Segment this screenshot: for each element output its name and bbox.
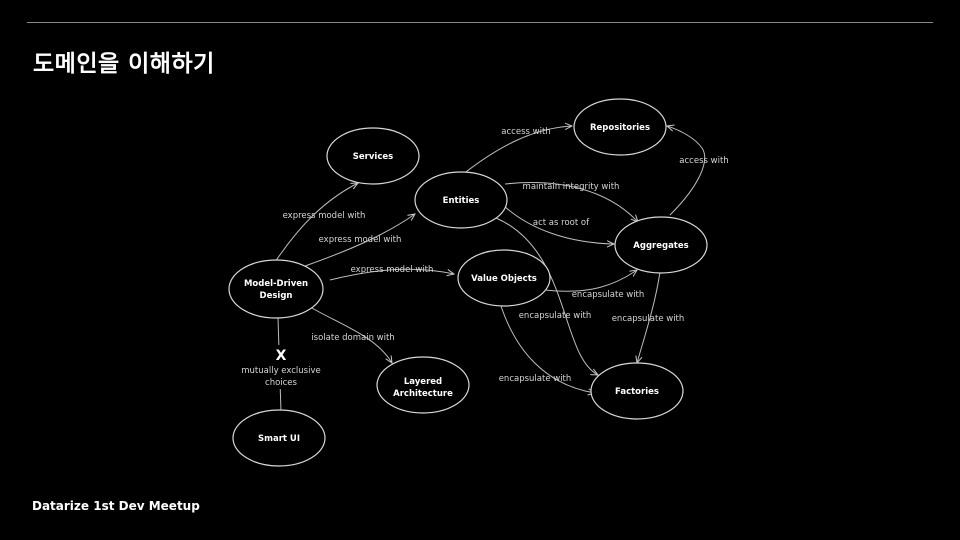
svg-text:X: X (276, 348, 287, 364)
node-entities-shape (414, 171, 508, 229)
label-value-objects-aggregates: encapsulate with (572, 290, 645, 300)
node-aggregates-label: Aggregates (633, 241, 688, 251)
slide-title: 도메인을 이해하기 (33, 51, 215, 77)
svg-text:Factories: Factories (615, 387, 659, 397)
edge-aggregates-factories (637, 271, 661, 363)
svg-text:express model with: express model with (283, 211, 366, 221)
svg-text:Model-Driven: Model-Driven (244, 279, 308, 289)
edge-entities-aggregates-root (502, 204, 614, 244)
svg-text:Value Objects: Value Objects (471, 274, 537, 284)
label-entities-aggregates-root: act as root of (533, 218, 590, 228)
node-value-objects-shape (457, 249, 551, 307)
node-layered-architecture: Layered Architecture (376, 356, 470, 414)
svg-text:access with: access with (679, 156, 728, 166)
node-repositories-label: Repositories (590, 123, 650, 133)
diagram-edges (274, 126, 706, 413)
edge-mdd-layered (302, 302, 392, 363)
svg-text:Aggregates: Aggregates (633, 241, 688, 251)
node-layered-label-line2: Architecture (393, 389, 453, 399)
label-value-objects-factories: encapsulate with (499, 374, 572, 384)
svg-text:Repositories: Repositories (590, 123, 650, 133)
top-divider (27, 22, 933, 23)
node-repositories: Repositories (573, 98, 667, 156)
node-services: Services (326, 127, 420, 185)
node-entities-label: Entities (443, 196, 480, 206)
svg-text:Entities: Entities (443, 196, 480, 206)
svg-text:express model with: express model with (319, 235, 402, 245)
label-aggregates-factories: encapsulate with (612, 314, 685, 324)
node-model-driven-design-shape (228, 259, 324, 319)
svg-text:Smart UI: Smart UI (258, 434, 300, 444)
svg-text:Services: Services (353, 152, 393, 162)
label-entities-repositories: access with (501, 127, 550, 137)
svg-text:encapsulate with: encapsulate with (612, 314, 685, 324)
node-services-shape (326, 127, 420, 185)
footer-event-name: Datarize 1st Dev Meetup (32, 499, 200, 513)
node-entities: Entities (414, 171, 508, 229)
node-mdd-label-line2: Design (260, 291, 293, 301)
node-repositories-shape (573, 98, 667, 156)
node-factories-label: Factories (615, 387, 659, 397)
node-smart-ui: Smart UI (232, 409, 326, 467)
svg-text:choices: choices (265, 378, 298, 388)
svg-text:access with: access with (501, 127, 550, 137)
svg-text:Architecture: Architecture (393, 389, 453, 399)
svg-text:maintain integrity with: maintain integrity with (523, 182, 620, 192)
node-model-driven-design: Model-Driven Design (228, 259, 324, 319)
node-value-objects: Value Objects (457, 249, 551, 307)
svg-text:mutually exclusive: mutually exclusive (241, 366, 320, 376)
node-smart-ui-label: Smart UI (258, 434, 300, 444)
node-smart-ui-shape (232, 409, 326, 467)
edge-mdd-value-objects (329, 268, 454, 281)
edge-entities-aggregates-integrity (504, 182, 638, 222)
edge-value-objects-factories (499, 302, 595, 393)
svg-text:express model with: express model with (351, 265, 434, 275)
node-layered-architecture-shape (376, 356, 470, 414)
edge-mdd-entities (304, 214, 415, 267)
mutually-exclusive-marker: X mutually exclusive choices (236, 345, 326, 389)
node-layered-label-line1: Layered (404, 377, 442, 387)
label-entities-factories: encapsulate with (519, 311, 592, 321)
node-services-label: Services (353, 152, 393, 162)
label-mdd-services: express model with (283, 211, 366, 221)
node-factories-shape (590, 362, 684, 420)
edge-entities-repositories (461, 126, 572, 176)
exclusive-label-line1: mutually exclusive (241, 366, 320, 376)
label-aggregates-repositories: access with (679, 156, 728, 166)
exclusive-label-line2: choices (265, 378, 298, 388)
node-aggregates-shape (614, 216, 708, 274)
edge-entities-factories (495, 217, 598, 375)
edge-labels: express model with express model with ex… (283, 127, 729, 384)
svg-text:encapsulate with: encapsulate with (499, 374, 572, 384)
edge-mdd-services (274, 183, 358, 263)
exclusive-label-backdrop (236, 345, 326, 389)
svg-text:act as root of: act as root of (533, 218, 590, 228)
svg-text:Design: Design (260, 291, 293, 301)
node-mdd-label-line1: Model-Driven (244, 279, 308, 289)
svg-text:isolate domain with: isolate domain with (311, 333, 394, 343)
exclusive-x-mark: X (276, 348, 287, 364)
svg-text:Layered: Layered (404, 377, 442, 387)
svg-text:encapsulate with: encapsulate with (572, 290, 645, 300)
node-value-objects-label: Value Objects (471, 274, 537, 284)
label-mdd-entities: express model with (319, 235, 402, 245)
node-factories: Factories (590, 362, 684, 420)
node-aggregates: Aggregates (614, 216, 708, 274)
label-mdd-layered: isolate domain with (311, 333, 394, 343)
label-entities-aggregates-integrity: maintain integrity with (523, 182, 620, 192)
label-mdd-value-objects: express model with (351, 265, 434, 275)
edge-aggregates-repositories (667, 126, 706, 216)
svg-text:encapsulate with: encapsulate with (519, 311, 592, 321)
edge-value-objects-aggregates (544, 270, 637, 292)
